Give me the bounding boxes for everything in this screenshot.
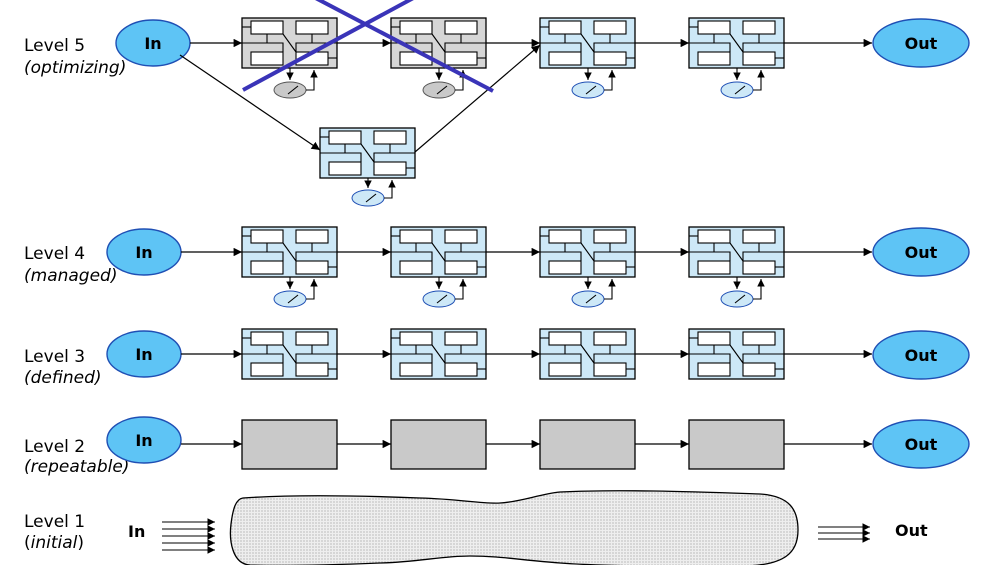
level5-desc: (optimizing) [24, 58, 126, 78]
level5-arrow-branch-up [414, 44, 541, 153]
level2-out-ellipse [872, 419, 970, 469]
level5-row: Level 5 (optimizing) In Out [24, 0, 970, 207]
level3-process-3 [539, 328, 636, 380]
level1-chaos-blob [229, 490, 799, 565]
level2-box-2 [390, 419, 487, 470]
level4-process-3 [539, 226, 636, 278]
level2-in-label: In [135, 431, 152, 450]
level5-removed-gauge-2 [422, 81, 456, 99]
level2-desc: (repeatable) [24, 457, 129, 477]
level5-cross-line-1 [242, 0, 414, 92]
level3-process-4 [688, 328, 785, 380]
level1-in-label: In [128, 522, 145, 541]
level2-out-label: Out [905, 435, 938, 454]
level4-gauge-3 [571, 290, 605, 308]
level5-new-process [319, 127, 416, 179]
level5-removed-gauge-1 [273, 81, 307, 99]
level5-new-gauge [351, 189, 385, 207]
level2-in-ellipse [106, 416, 182, 464]
level5-cross-line-2 [315, 0, 494, 93]
level4-in-label: In [135, 243, 152, 262]
level2-box-4 [688, 419, 785, 470]
level5-name: Level 5 [24, 36, 85, 56]
level5-gauge-3 [571, 81, 605, 99]
level4-out-ellipse [872, 227, 970, 277]
level4-gauge-4 [720, 290, 754, 308]
level4-process-2 [390, 226, 487, 278]
level5-arrow-branch-down [179, 54, 321, 151]
level2-name: Level 2 [24, 437, 85, 457]
level1-desc: (initial) [24, 533, 84, 553]
level3-process-1 [241, 328, 338, 380]
level3-out-label: Out [905, 346, 938, 365]
level2-box-1 [241, 419, 338, 470]
level4-name: Level 4 [24, 244, 85, 264]
level3-out-ellipse [872, 330, 970, 380]
level4-out-label: Out [905, 243, 938, 262]
level1-name: Level 1 [24, 512, 85, 532]
level4-desc: (managed) [24, 266, 117, 286]
level5-removed-process-1 [241, 17, 338, 69]
level1-out-label: Out [895, 521, 928, 540]
level1-row: Level 1 (initial) In Out [24, 490, 928, 565]
level4-process-4 [688, 226, 785, 278]
level3-name: Level 3 [24, 347, 85, 367]
level5-gauge-4 [720, 81, 754, 99]
level2-row: Level 2 (repeatable) In Out [24, 416, 970, 477]
level5-out-ellipse [872, 18, 970, 68]
level2-box-3 [539, 419, 636, 470]
level5-in-label: In [144, 34, 161, 53]
level3-row: Level 3 (defined) In Out [24, 328, 970, 388]
level4-process-1 [241, 226, 338, 278]
level4-row: Level 4 (managed) In Out [24, 226, 970, 308]
level5-process-4 [688, 17, 785, 69]
level4-gauge-1 [273, 290, 307, 308]
level5-out-label: Out [905, 34, 938, 53]
level4-gauge-2 [422, 290, 456, 308]
level3-in-label: In [135, 345, 152, 364]
level3-desc: (defined) [24, 368, 102, 388]
level5-process-3 [539, 17, 636, 69]
level3-process-2 [390, 328, 487, 380]
